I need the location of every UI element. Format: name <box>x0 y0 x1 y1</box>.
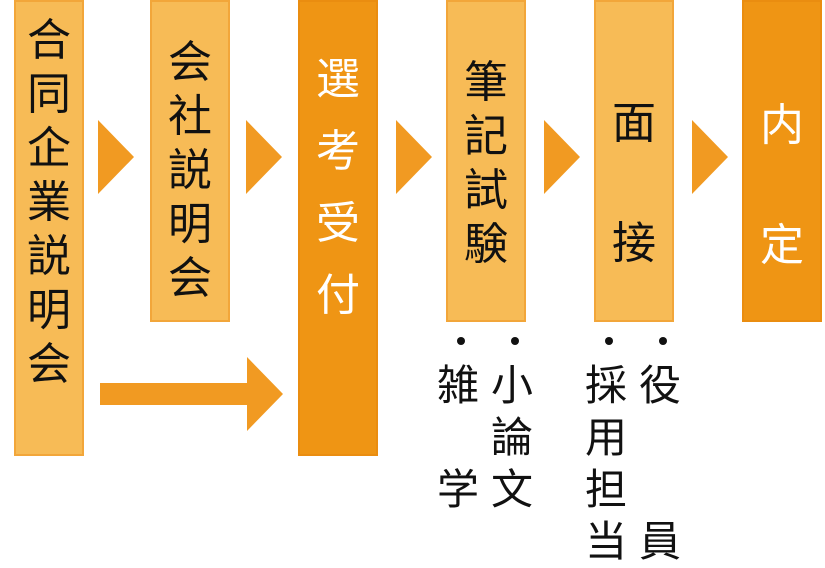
label-char: 学 <box>437 465 480 514</box>
label-char: 受 <box>316 198 360 249</box>
bullet-dot <box>659 337 667 345</box>
label-char: 会 <box>168 37 212 88</box>
label-char: 社 <box>168 91 212 142</box>
bullet-dot <box>605 337 613 345</box>
vertical-label: 小論文 <box>491 360 533 516</box>
note-short-essay: 小論文 <box>491 360 533 516</box>
label-char: 考 <box>316 126 360 177</box>
label-char: 説 <box>27 231 71 282</box>
label-char: 役 <box>639 361 682 410</box>
bullet-dot <box>511 337 519 345</box>
label-char: 企 <box>27 123 71 174</box>
direct-arrow-head <box>247 357 283 431</box>
label-char: 採 <box>585 361 628 410</box>
bullet-dot <box>457 337 465 345</box>
label-char: 用 <box>585 413 628 462</box>
direct-arrow-shaft <box>100 383 250 405</box>
label-char: 内 <box>760 100 804 151</box>
label-char: 筆 <box>464 57 508 108</box>
step-label: 会社説明会 <box>168 36 212 306</box>
label-char: 合 <box>27 15 71 66</box>
step-label: 面接 <box>612 64 656 304</box>
label-char: 小 <box>491 361 534 410</box>
label-char: 面 <box>612 98 656 149</box>
note-general-knowledge: 雑学 <box>437 360 479 516</box>
flow-arrow-2 <box>246 120 282 194</box>
step-job-offer: 内定 <box>742 0 822 322</box>
note-recruiter: 採用担当 <box>585 360 627 568</box>
vertical-label: 雑学 <box>437 360 479 516</box>
flow-arrow-1 <box>98 120 134 194</box>
step-company-briefing: 会社説明会 <box>150 0 230 322</box>
step-label: 筆記試験 <box>464 56 508 272</box>
label-char: 験 <box>464 219 508 270</box>
flow-arrow-5 <box>692 120 728 194</box>
label-char: 試 <box>464 165 508 216</box>
label-char: 論 <box>491 413 534 462</box>
label-char: 記 <box>464 111 508 162</box>
note-executive: 役員 <box>639 360 681 568</box>
step-selection-application: 選考受付 <box>298 0 378 456</box>
vertical-label: 役員 <box>639 360 681 568</box>
label-char: 明 <box>168 199 212 250</box>
label-char: 文 <box>491 465 534 514</box>
step-label: 内定 <box>760 66 804 306</box>
label-char: 会 <box>168 253 212 304</box>
step-label: 選考受付 <box>316 44 360 332</box>
flow-arrow-3 <box>396 120 432 194</box>
label-char: 担 <box>585 465 628 514</box>
step-interview: 面接 <box>594 0 674 322</box>
flow-arrow-4 <box>544 120 580 194</box>
label-char: 員 <box>639 517 682 566</box>
step-label: 合同企業説明会 <box>27 14 71 392</box>
step-written-test: 筆記試験 <box>446 0 526 322</box>
label-char: 業 <box>27 177 71 228</box>
label-char: 接 <box>612 218 656 269</box>
label-char: 説 <box>168 145 212 196</box>
label-char: 付 <box>316 270 360 321</box>
label-char: 定 <box>760 220 804 271</box>
step-joint-company-briefing: 合同企業説明会 <box>14 0 84 456</box>
label-char: 会 <box>27 339 71 390</box>
label-char: 当 <box>585 517 628 566</box>
label-char: 雑 <box>437 361 480 410</box>
vertical-label: 採用担当 <box>585 360 627 568</box>
label-char: 同 <box>27 69 71 120</box>
label-char: 明 <box>27 285 71 336</box>
label-char: 選 <box>316 54 360 105</box>
